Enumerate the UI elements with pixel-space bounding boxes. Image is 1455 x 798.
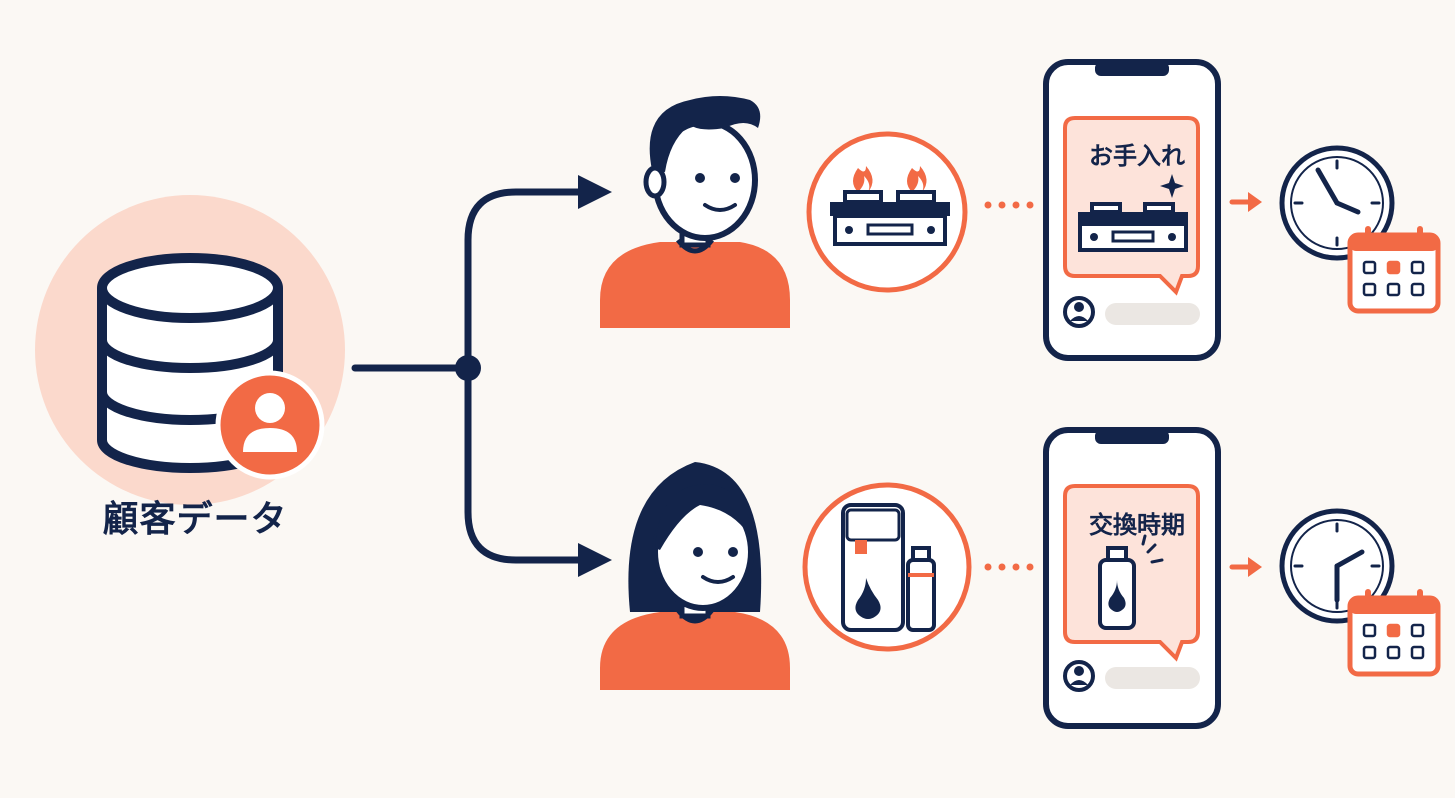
- arrow-head-bottom: [578, 543, 612, 577]
- phone-bottom: [1043, 427, 1221, 729]
- database-label: 顧客データ: [102, 499, 288, 540]
- avatar: [1063, 296, 1095, 328]
- notification-title-maintenance: お手入れ: [1089, 142, 1185, 170]
- schedule-arrows: [1229, 192, 1262, 577]
- avatar: [1063, 660, 1095, 692]
- woman-avatar: [600, 462, 790, 690]
- dotted-links: [984, 201, 1034, 571]
- arrow-head-top: [578, 175, 612, 209]
- phone-top: [1043, 59, 1221, 361]
- filter-cartridge-icon: [1098, 546, 1136, 630]
- man-avatar: [600, 96, 790, 328]
- message-placeholder: [1105, 667, 1200, 689]
- junction-dot: [455, 355, 481, 381]
- message-placeholder: [1105, 303, 1200, 325]
- alert-lines-icon: [1141, 534, 1164, 564]
- notification-title-replacement: 交換時期: [1089, 511, 1185, 539]
- connector-lines: [351, 188, 589, 564]
- clock-calendar-icon: [1279, 508, 1441, 677]
- clock-calendar-icon: [1279, 145, 1441, 314]
- gas-stove-sparkle-icon: [1078, 202, 1188, 252]
- water-purifier-icon: [802, 482, 972, 652]
- user-badge-icon: [215, 370, 325, 480]
- gas-stove-icon: [806, 131, 968, 293]
- database-group: [35, 195, 345, 505]
- sparkle-icon: [1160, 174, 1184, 198]
